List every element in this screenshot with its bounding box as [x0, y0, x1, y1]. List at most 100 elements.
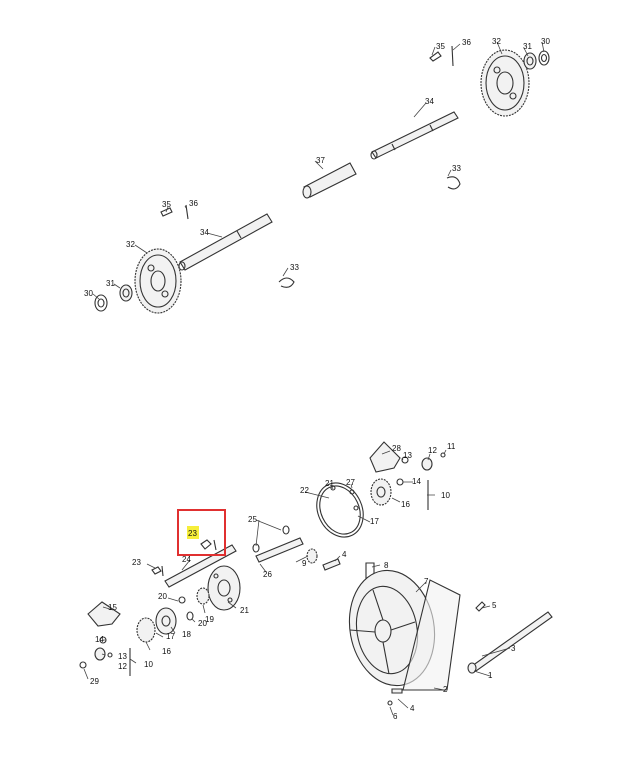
callout-35-top-left: 35	[162, 200, 171, 209]
gear-19	[196, 587, 210, 605]
top-assembly: 35 36 32 31 30 34 37 33 35 36 34 32 31 3…	[84, 37, 550, 314]
callout-35-top-right: 35	[436, 42, 445, 51]
pinion-31-right	[523, 52, 537, 70]
wheel-21	[207, 565, 241, 611]
callout-2: 2	[443, 685, 448, 694]
callout-7: 7	[424, 577, 429, 586]
shaft-34-left	[178, 213, 273, 271]
callout-17-bottom: 17	[166, 632, 175, 641]
washer-20-a	[178, 596, 186, 604]
band-22	[316, 482, 364, 538]
washer-13-bottom	[107, 652, 113, 658]
callout-15: 15	[108, 603, 117, 612]
callout-9: 9	[302, 559, 307, 568]
callout-12-top: 12	[428, 446, 437, 455]
callout-30-top-left: 30	[84, 289, 93, 298]
callout-5: 5	[492, 601, 497, 610]
callout-10-top: 10	[441, 491, 450, 500]
callout-24: 24	[182, 555, 191, 564]
callout-17-top: 17	[370, 517, 379, 526]
callout-21-bottom: 21	[240, 606, 249, 615]
key-23-lower	[151, 566, 162, 575]
gear-9	[306, 548, 318, 564]
callout-12-bottom: 12	[118, 662, 127, 671]
nut-29	[79, 661, 87, 669]
callout-37: 37	[316, 156, 325, 165]
callout-31-top-left: 31	[106, 279, 115, 288]
key-23-upper	[200, 539, 212, 550]
highlight-box-23	[177, 509, 226, 556]
callout-27: 27	[346, 478, 355, 487]
callout-14-bottom: 14	[95, 635, 104, 644]
washer-30-right	[538, 50, 550, 66]
callout-26: 26	[263, 570, 272, 579]
pinion-12	[421, 457, 433, 471]
pinion-12-bottom	[94, 647, 106, 661]
callout-36-top-left: 36	[189, 199, 198, 208]
washer-30-left	[94, 294, 108, 312]
callout-20-b: 20	[198, 619, 207, 628]
axle-3	[471, 611, 553, 672]
callout-19: 19	[205, 615, 214, 624]
key-35-right	[429, 51, 442, 62]
callout-30-top-right: 30	[541, 37, 550, 46]
callout-34-top-right: 34	[425, 97, 434, 106]
callout-11: 11	[447, 442, 456, 451]
callout-34-top-left: 34	[200, 228, 209, 237]
callout-3: 3	[511, 644, 516, 653]
callout-28: 28	[392, 444, 401, 453]
callout-18: 18	[182, 630, 191, 639]
collar-25-b	[282, 525, 290, 535]
callout-20-a: 20	[158, 592, 167, 601]
callout-29: 29	[90, 677, 99, 686]
callout-16-top: 16	[401, 500, 410, 509]
pinion-31-left	[119, 284, 133, 302]
callout-14-top: 14	[412, 477, 421, 486]
shaft-34-right	[370, 111, 459, 160]
washer-14-top	[396, 478, 404, 486]
pin-36-left	[185, 204, 189, 220]
bottom-assembly: 28 12 11 13 10 21 22 27 14 16 17 25 24 2…	[79, 441, 553, 721]
clip-33-right	[446, 176, 461, 190]
pin-36-right	[451, 45, 454, 67]
callout-13-bottom: 13	[118, 652, 127, 661]
callout-32-top-left: 32	[126, 240, 135, 249]
washer-13	[401, 456, 409, 464]
nut-11	[440, 452, 446, 458]
bolt-6	[387, 700, 393, 706]
frame-bracket-2	[402, 579, 461, 691]
callout-10-bottom: 10	[144, 660, 153, 669]
pin-23-upper	[213, 539, 217, 551]
callout-25: 25	[248, 515, 257, 524]
bushing-1	[467, 662, 477, 674]
bolt-27-b	[353, 505, 359, 511]
callout-6: 6	[393, 712, 398, 721]
callout-4-bottom: 4	[410, 704, 415, 713]
highlight-marker-23	[187, 526, 199, 539]
pin-5	[475, 601, 486, 612]
spacer-4-top	[322, 558, 341, 571]
shaft-37	[302, 162, 357, 199]
callout-13-top: 13	[403, 451, 412, 460]
callout-21-top: 21	[325, 479, 334, 488]
callout-36-top-right: 36	[462, 38, 471, 47]
callout-33-top-left: 33	[290, 263, 299, 272]
callout-23: 23	[132, 558, 141, 567]
callout-1: 1	[488, 671, 493, 680]
callout-4-top: 4	[342, 550, 347, 559]
washer-20-b	[186, 611, 194, 621]
callout-33-top-right: 33	[452, 164, 461, 173]
callout-31-top-right: 31	[523, 42, 532, 51]
key-35-left	[160, 207, 173, 217]
callout-23-highlighted: 23	[188, 529, 197, 538]
gear-16-bottom	[136, 617, 156, 643]
callout-22: 22	[300, 486, 309, 495]
gear-32-left	[134, 248, 182, 314]
callout-16-bottom: 16	[162, 647, 171, 656]
pin-23-lower	[161, 565, 164, 577]
callout-8: 8	[384, 561, 389, 570]
clip-33-left	[278, 277, 295, 288]
bolt-21-top	[330, 485, 336, 491]
gear-32-right	[480, 49, 530, 117]
